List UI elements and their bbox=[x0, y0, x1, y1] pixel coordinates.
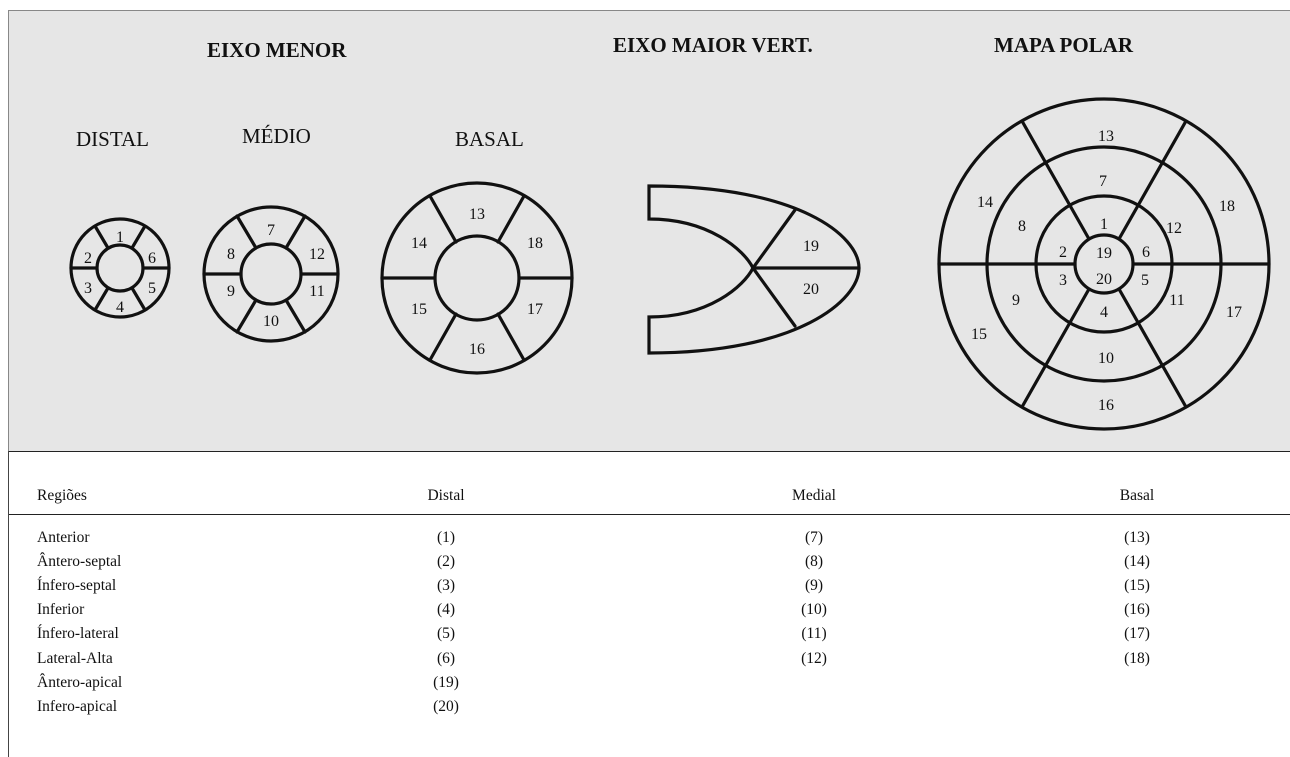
segment-number-cell: (9) bbox=[804, 577, 824, 595]
region-name-cell: Ântero-apical bbox=[37, 673, 123, 691]
segment-number-cell: (18) bbox=[1124, 649, 1150, 667]
basal-ring bbox=[380, 181, 574, 375]
heading-vertical-long-axis: EIXO MAIOR VERT. bbox=[613, 33, 813, 57]
polar-seg-13: 13 bbox=[1098, 128, 1114, 145]
distal-segment-numbers: 1 2 3 4 5 6 bbox=[84, 229, 156, 316]
label-basal: BASAL bbox=[455, 127, 524, 151]
polar-seg-14: 14 bbox=[977, 194, 993, 211]
basal-seg-16: 16 bbox=[469, 341, 485, 358]
polar-seg-2: 2 bbox=[1059, 244, 1067, 261]
segment-number-cell: (7) bbox=[804, 529, 824, 546]
medio-ring bbox=[202, 205, 340, 343]
polar-seg-7: 7 bbox=[1099, 173, 1107, 190]
segment-number-cell: (17) bbox=[1124, 625, 1150, 643]
polar-seg-4: 4 bbox=[1100, 304, 1108, 321]
segment-number-cell: (2) bbox=[436, 553, 456, 571]
polar-seg-6: 6 bbox=[1142, 244, 1150, 261]
polar-seg-10: 10 bbox=[1098, 350, 1114, 367]
medio-segment-numbers: 7 8 9 10 11 12 bbox=[227, 222, 325, 330]
polar-seg-16: 16 bbox=[1098, 397, 1114, 414]
label-distal: DISTAL bbox=[76, 127, 149, 151]
long-axis-segment-numbers: 19 20 bbox=[803, 238, 819, 298]
long-axis-seg-19: 19 bbox=[803, 238, 819, 255]
polar-seg-3: 3 bbox=[1059, 272, 1067, 289]
segment-diagram-figure: EIXO MENOR EIXO MAIOR VERT. MAPA POLAR D… bbox=[8, 10, 1290, 452]
segment-diagram-svg: EIXO MENOR EIXO MAIOR VERT. MAPA POLAR D… bbox=[69, 33, 1271, 431]
header-regioes: Regiões bbox=[37, 487, 87, 504]
segment-number-cell: (5) bbox=[436, 625, 456, 643]
polar-seg-20: 20 bbox=[1096, 271, 1112, 288]
segment-number-cell: (20) bbox=[433, 697, 459, 715]
polar-seg-15: 15 bbox=[971, 326, 987, 343]
segment-number-cell: (15) bbox=[1124, 577, 1150, 595]
basal-seg-18: 18 bbox=[527, 235, 543, 252]
basal-seg-14: 14 bbox=[411, 235, 427, 252]
medio-seg-8: 8 bbox=[227, 246, 235, 263]
header-medial: Medial bbox=[792, 487, 836, 504]
polar-seg-1: 1 bbox=[1100, 216, 1108, 233]
distal-seg-5: 5 bbox=[148, 280, 156, 297]
long-axis-seg-20: 20 bbox=[803, 281, 819, 298]
header-rule bbox=[9, 514, 1290, 515]
segment-number-cell: (3) bbox=[436, 577, 456, 595]
distal-seg-4: 4 bbox=[116, 299, 124, 316]
table-top-rule bbox=[9, 451, 1290, 452]
segment-number-cell: (19) bbox=[433, 673, 459, 691]
region-name-cell: Infero-apical bbox=[37, 697, 118, 715]
medio-seg-7: 7 bbox=[267, 222, 275, 239]
heading-short-axis: EIXO MENOR bbox=[207, 38, 347, 62]
medio-seg-11: 11 bbox=[309, 283, 324, 300]
segment-number-cell: (10) bbox=[801, 601, 827, 619]
distal-seg-3: 3 bbox=[84, 280, 92, 297]
label-medio: MÉDIO bbox=[242, 124, 311, 148]
region-name-cell: Inferior bbox=[37, 601, 85, 619]
medio-seg-9: 9 bbox=[227, 283, 235, 300]
polar-seg-17: 17 bbox=[1226, 304, 1242, 321]
region-name-cell: Lateral-Alta bbox=[37, 649, 113, 667]
distal-seg-2: 2 bbox=[84, 250, 92, 267]
segment-number-cell: (1) bbox=[436, 529, 456, 546]
segment-number-cell: (8) bbox=[804, 553, 824, 571]
segment-number-cell: (12) bbox=[801, 649, 827, 667]
heading-polar-map: MAPA POLAR bbox=[994, 33, 1134, 57]
basal-seg-15: 15 bbox=[411, 301, 427, 318]
segment-number-cell: (4) bbox=[436, 601, 456, 619]
distal-ring bbox=[69, 217, 171, 319]
medio-seg-12: 12 bbox=[309, 246, 325, 263]
distal-seg-6: 6 bbox=[148, 250, 156, 267]
header-distal: Distal bbox=[427, 487, 465, 504]
segment-number-cell: (13) bbox=[1124, 529, 1150, 546]
segment-number-cell: (14) bbox=[1124, 553, 1150, 571]
polar-seg-11: 11 bbox=[1169, 292, 1184, 309]
segment-number-cell: (16) bbox=[1124, 601, 1150, 619]
medio-seg-10: 10 bbox=[263, 313, 279, 330]
polar-seg-18: 18 bbox=[1219, 198, 1235, 215]
segment-number-cell: (6) bbox=[436, 649, 456, 667]
polar-seg-12: 12 bbox=[1166, 220, 1182, 237]
polar-seg-8: 8 bbox=[1018, 218, 1026, 235]
polar-map bbox=[937, 97, 1271, 431]
header-basal: Basal bbox=[1119, 487, 1155, 504]
polar-seg-9: 9 bbox=[1012, 292, 1020, 309]
region-name-cell: Ínfero-lateral bbox=[37, 625, 119, 643]
region-name-cell: Ântero-septal bbox=[37, 553, 122, 571]
basal-seg-13: 13 bbox=[469, 206, 485, 223]
polar-seg-5: 5 bbox=[1141, 272, 1149, 289]
basal-segment-numbers: 13 14 15 16 17 18 bbox=[411, 206, 543, 358]
regions-table: Regiões Distal Medial Basal Anterior (1) (… bbox=[8, 451, 1290, 757]
polar-segment-numbers: 13 14 15 16 17 18 7 8 9 10 11 12 1 2 3 4… bbox=[971, 128, 1242, 414]
region-name-cell: Anterior bbox=[37, 529, 90, 546]
segment-number-cell: (11) bbox=[801, 625, 827, 643]
long-axis-shape bbox=[647, 184, 861, 355]
distal-seg-1: 1 bbox=[116, 229, 124, 246]
region-name-cell: Ínfero-septal bbox=[37, 577, 117, 595]
polar-seg-19: 19 bbox=[1096, 245, 1112, 262]
basal-seg-17: 17 bbox=[527, 301, 543, 318]
